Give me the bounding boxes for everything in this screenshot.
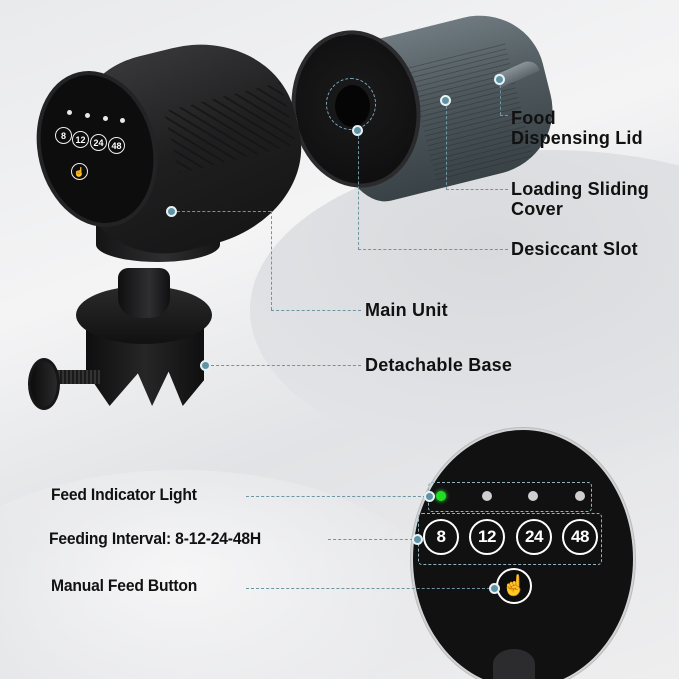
label-line: Loading Sliding xyxy=(511,179,649,199)
mini-indicator-led xyxy=(120,118,125,123)
callout-dot-indicator xyxy=(424,491,435,502)
callout-line xyxy=(446,106,447,190)
callout-line xyxy=(246,496,426,497)
callout-line xyxy=(500,85,501,115)
callout-dot-lid xyxy=(494,74,505,85)
callout-dot-desiccant xyxy=(352,125,363,136)
mini-interval-button-48: 48 xyxy=(108,137,125,154)
label-desiccant-slot: Desiccant Slot xyxy=(511,239,638,259)
callout-line xyxy=(211,365,361,366)
label-manual-feed-button: Manual Feed Button xyxy=(51,576,198,595)
callout-line xyxy=(358,136,359,250)
callout-line xyxy=(500,115,508,116)
callout-dot-base xyxy=(200,360,211,371)
callout-dot-manual xyxy=(489,583,500,594)
callout-dot-interval xyxy=(412,534,423,545)
label-main-unit: Main Unit xyxy=(365,300,448,320)
callout-line xyxy=(271,211,272,310)
panel-notch xyxy=(493,649,535,679)
interval-button-8h[interactable]: 8 xyxy=(423,519,459,555)
clamp-screw xyxy=(48,370,100,384)
callout-dot-cover xyxy=(440,95,451,106)
label-loading-sliding-cover: Loading Sliding Cover xyxy=(511,179,649,219)
mini-interval-button-24: 24 xyxy=(90,134,107,151)
label-feeding-interval: Feeding Interval: 8-12-24-48H xyxy=(49,529,261,548)
control-panel-closeup xyxy=(411,428,635,679)
mini-interval-button-8: 8 xyxy=(55,127,72,144)
interval-button-12h[interactable]: 12 xyxy=(469,519,505,555)
label-line: Dispensing Lid xyxy=(511,128,643,148)
interval-button-48h[interactable]: 48 xyxy=(562,519,598,555)
callout-line xyxy=(328,539,413,540)
label-food-dispensing-lid: Food Dispensing Lid xyxy=(511,108,643,148)
mini-indicator-led xyxy=(85,113,90,118)
feed-indicator-led-1-active xyxy=(436,491,446,501)
indicator-light-group-outline xyxy=(428,482,592,512)
desiccant-slot-highlight-ring xyxy=(326,78,376,130)
label-line: Food xyxy=(511,108,556,128)
clamp-knob xyxy=(28,358,60,410)
feed-indicator-led-2 xyxy=(482,491,492,501)
mini-indicator-led xyxy=(67,110,72,115)
callout-line xyxy=(246,588,490,589)
mini-interval-button-12: 12 xyxy=(72,131,89,148)
callout-line xyxy=(177,211,271,212)
feed-indicator-led-3 xyxy=(528,491,538,501)
base-mount-post xyxy=(118,268,170,318)
hand-pointer-icon: ☝ xyxy=(501,575,527,597)
feed-indicator-led-4 xyxy=(575,491,585,501)
callout-line xyxy=(271,310,361,311)
label-line: Cover xyxy=(511,199,564,219)
mini-indicator-led xyxy=(103,116,108,121)
interval-button-24h[interactable]: 24 xyxy=(516,519,552,555)
callout-line xyxy=(446,189,508,190)
label-detachable-base: Detachable Base xyxy=(365,355,513,375)
callout-dot-main-unit xyxy=(166,206,177,217)
mini-manual-feed-icon: ☝ xyxy=(71,163,88,180)
label-feed-indicator-light: Feed Indicator Light xyxy=(51,485,197,504)
manual-feed-button[interactable]: ☝ xyxy=(496,568,532,604)
callout-line xyxy=(358,249,508,250)
